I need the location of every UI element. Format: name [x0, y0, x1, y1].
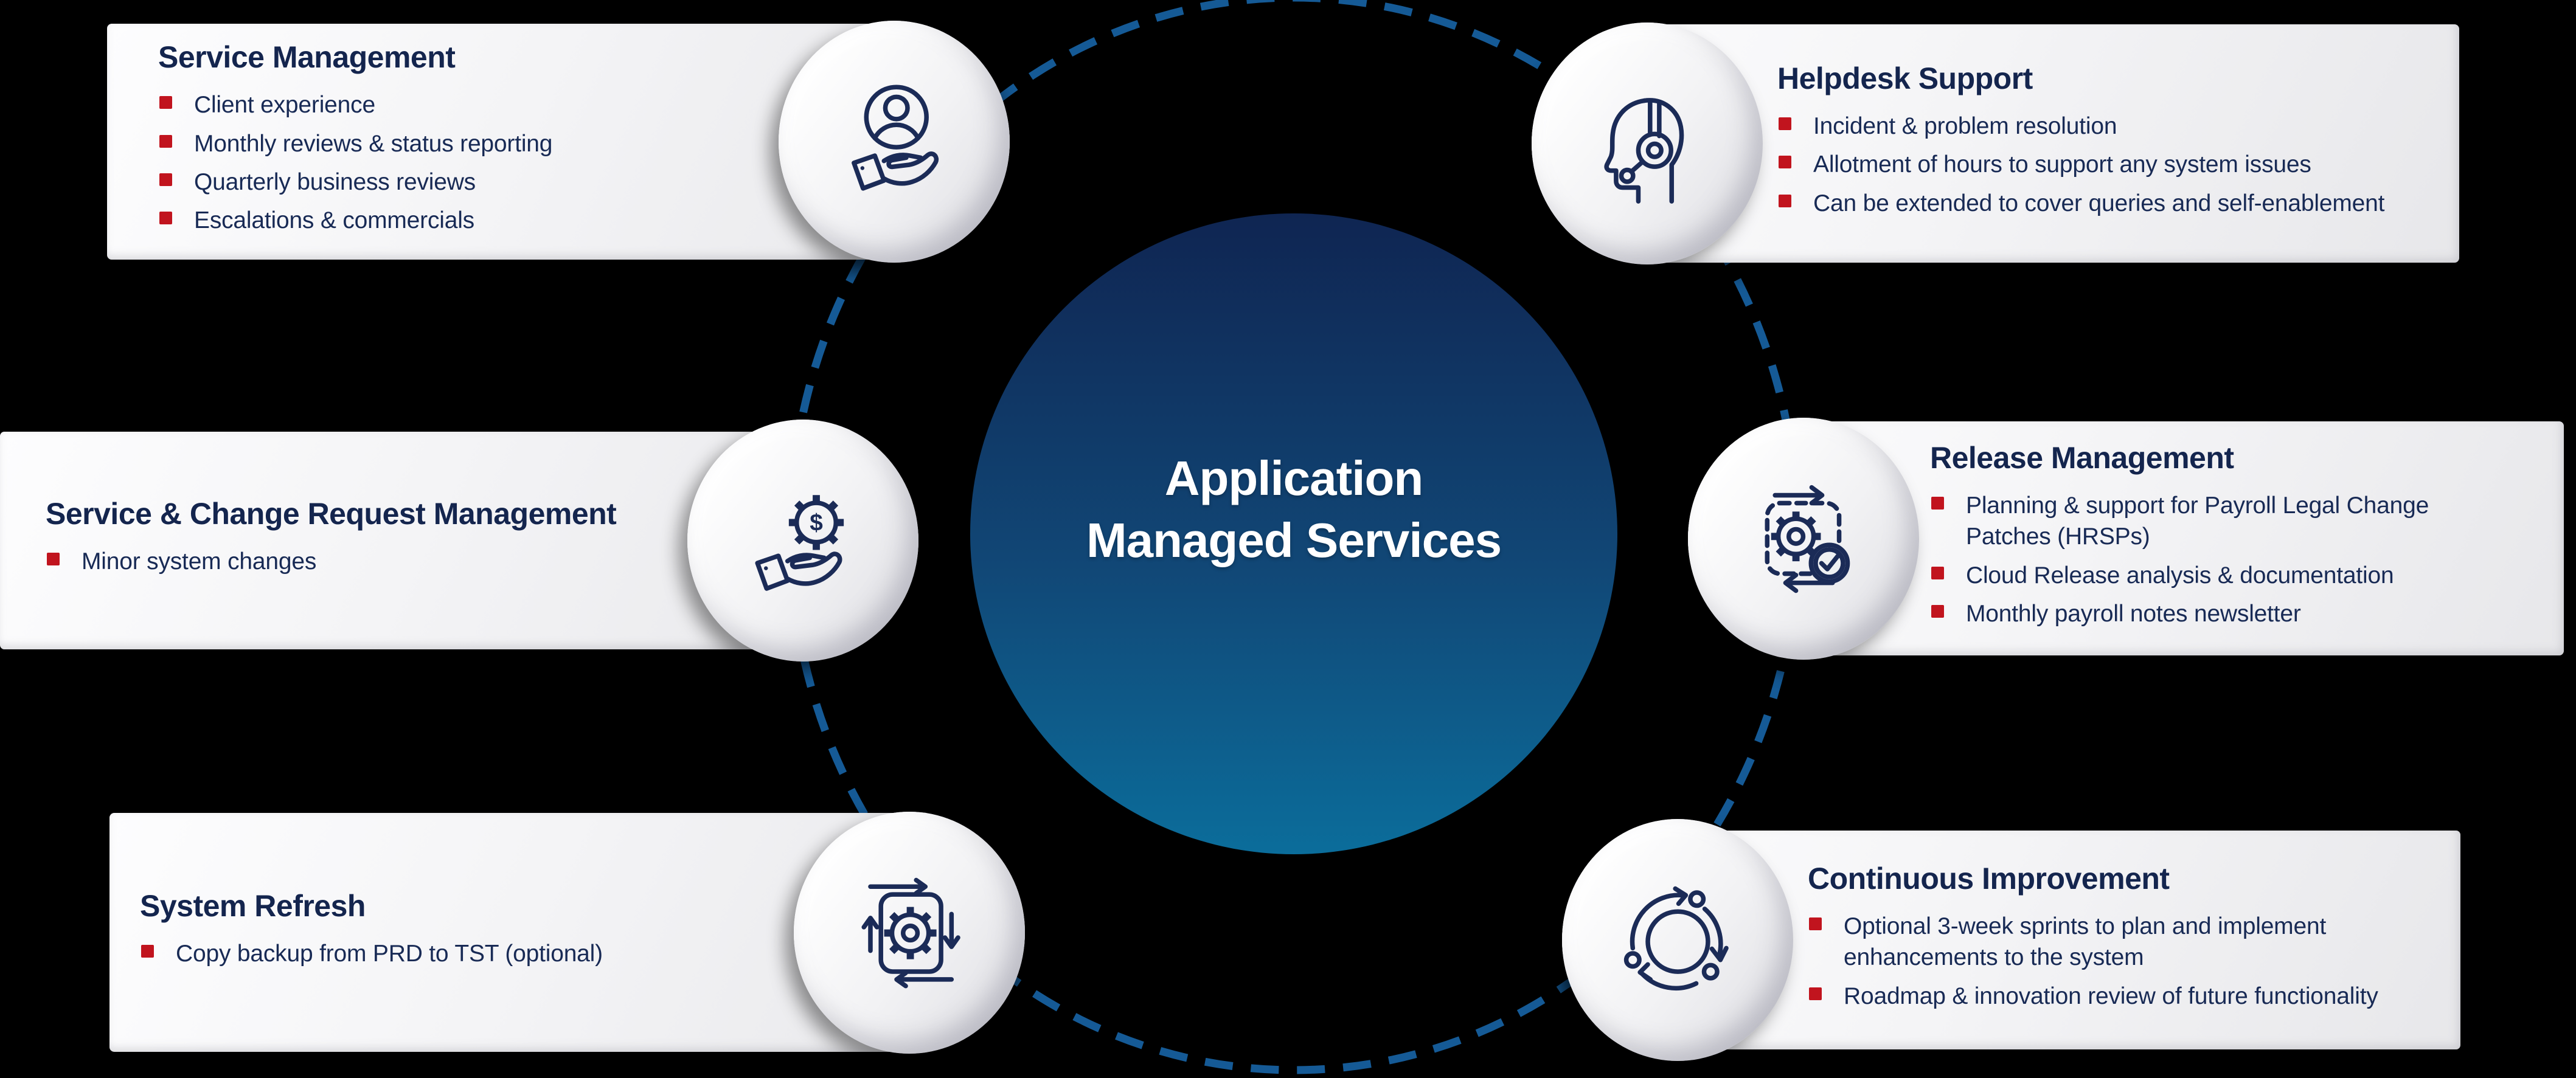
- bullet-text: Roadmap & innovation review of future fu…: [1844, 983, 2378, 1009]
- bullet-item: Can be extended to cover queries and sel…: [1777, 188, 2407, 219]
- icon-badge: [1532, 22, 1763, 264]
- bullet-item: Allotment of hours to support any system…: [1777, 149, 2407, 180]
- bullet-item: Roadmap & innovation review of future fu…: [1808, 981, 2387, 1012]
- service-box-system-refresh: System Refresh Copy backup from PRD to T…: [109, 811, 1025, 1054]
- bullet-item: Minor system changes: [46, 546, 645, 577]
- service-title: Service Management: [158, 40, 456, 75]
- bullet-list: Planning & support for Payroll Legal Cha…: [1930, 490, 2503, 637]
- center-title-line2: Managed Services: [1086, 513, 1502, 567]
- service-box-continuous-improvement: Continuous Improvement Optional 3-week s…: [1562, 819, 2460, 1061]
- bullet-text: Can be extended to cover queries and sel…: [1813, 190, 2385, 216]
- center-circle: Application Managed Services: [970, 213, 1617, 854]
- bullet-item: Quarterly business reviews: [158, 167, 754, 198]
- bullet-text: Escalations & commercials: [194, 207, 474, 234]
- icon-badge: [1688, 417, 1919, 660]
- bullet-list: Optional 3-week sprints to plan and impl…: [1808, 911, 2387, 1019]
- bullet-text: Incident & problem resolution: [1813, 112, 2117, 139]
- bullet-marker: [159, 134, 172, 148]
- bullet-marker: [159, 212, 172, 225]
- bullet-marker: [1931, 566, 1944, 579]
- user-on-hand-icon: [851, 84, 939, 191]
- bullet-marker: [47, 553, 60, 566]
- service-box-helpdesk-support: Helpdesk Support Incident & problem reso…: [1532, 22, 2459, 264]
- bullet-marker: [159, 173, 172, 186]
- center-title-line1: Application: [1164, 451, 1424, 505]
- bullet-text: Quarterly business reviews: [194, 169, 476, 195]
- bullet-marker: [1779, 194, 1791, 207]
- service-title: Release Management: [1930, 440, 2234, 475]
- bullet-item: Incident & problem resolution: [1777, 111, 2407, 142]
- bullet-list: Copy backup from PRD to TST (optional): [140, 938, 757, 976]
- bullet-text: Optional 3-week sprints to plan and impl…: [1844, 913, 2327, 971]
- bullet-list: Incident & problem resolution Allotment …: [1777, 111, 2407, 226]
- service-title: System Refresh: [140, 888, 366, 923]
- service-title: Continuous Improvement: [1808, 861, 2170, 896]
- bullet-marker: [1931, 604, 1944, 618]
- service-title: Service & Change Request Management: [46, 497, 617, 531]
- gear-dollar-hand-icon: $: [754, 494, 844, 591]
- bullet-item: Monthly reviews & status reporting: [158, 128, 754, 159]
- bullet-marker: [1809, 917, 1822, 930]
- bullet-item: Planning & support for Payroll Legal Cha…: [1930, 490, 2503, 553]
- bullet-text: Copy backup from PRD to TST (optional): [176, 940, 603, 967]
- bullet-item: Optional 3-week sprints to plan and impl…: [1808, 911, 2387, 973]
- center-title: Application Managed Services: [1086, 447, 1502, 621]
- bullet-text: Cloud Release analysis & documentation: [1966, 562, 2394, 589]
- refresh-loop-gear-icon: [861, 877, 960, 989]
- svg-text:$: $: [810, 510, 823, 536]
- circular-arrows-icon: [1623, 886, 1729, 990]
- bullet-item: Monthly payroll notes newsletter: [1930, 598, 2503, 629]
- bullet-text: Monthly reviews & status reporting: [194, 130, 553, 157]
- bullet-item: Copy backup from PRD to TST (optional): [140, 938, 757, 969]
- icon-badge: [794, 811, 1025, 1054]
- bullet-marker: [1809, 987, 1822, 1000]
- bullet-item: Client experience: [158, 89, 754, 120]
- headset-person-icon: [1603, 97, 1684, 204]
- bullet-marker: [1931, 496, 1944, 510]
- service-title: Helpdesk Support: [1777, 61, 2033, 95]
- bullet-text: Allotment of hours to support any system…: [1813, 151, 2311, 178]
- bullet-item: Escalations & commercials: [158, 205, 754, 236]
- bullet-text: Monthly payroll notes newsletter: [1966, 600, 2301, 627]
- bullet-marker: [141, 944, 154, 958]
- service-box-service-change-request: $ Service & Change Request Management Mi…: [0, 420, 918, 662]
- bullet-text: Minor system changes: [82, 548, 317, 575]
- icon-badge: [1562, 819, 1793, 1061]
- bullet-marker: [1779, 156, 1791, 169]
- service-box-release-management: Release Management Planning & support fo…: [1688, 417, 2564, 660]
- bullet-text: Client experience: [194, 92, 375, 119]
- bullet-item: Cloud Release analysis & documentation: [1930, 560, 2503, 591]
- service-box-service-management: Service Management Client experience Mon…: [107, 21, 1010, 263]
- bullet-text: Planning & support for Payroll Legal Cha…: [1966, 492, 2429, 550]
- icon-badge: $: [687, 420, 918, 662]
- icon-badge: [779, 21, 1010, 263]
- bullet-marker: [159, 96, 172, 109]
- bullet-list: Minor system changes: [46, 546, 645, 584]
- bullet-marker: [1779, 117, 1791, 130]
- bullet-list: Client experience Monthly reviews & stat…: [158, 89, 754, 244]
- release-cycle-gear-check-icon: [1765, 485, 1850, 593]
